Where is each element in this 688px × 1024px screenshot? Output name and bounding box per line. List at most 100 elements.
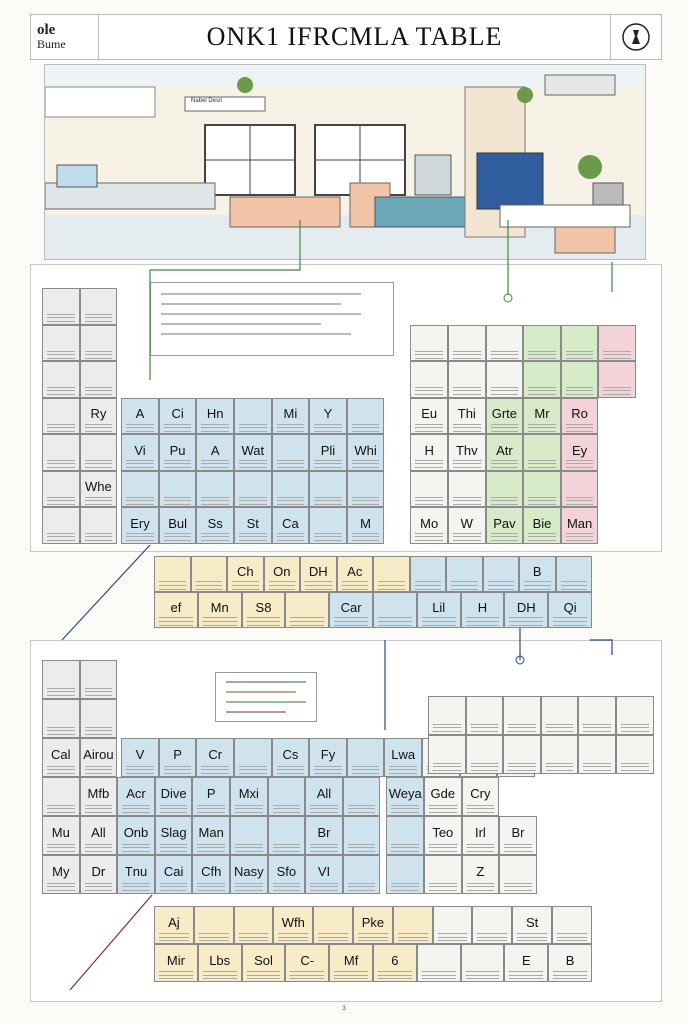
detail-line — [347, 808, 376, 809]
element-cell — [598, 324, 636, 361]
detail-line — [347, 851, 376, 852]
detail-line — [490, 503, 519, 505]
detail-line — [391, 886, 419, 887]
detail-line — [621, 724, 649, 725]
detail-line — [84, 727, 113, 728]
detail-line — [163, 463, 192, 464]
detail-line — [490, 499, 519, 501]
detail-line — [84, 691, 113, 692]
detail-line — [84, 426, 113, 428]
detail-line — [314, 766, 342, 767]
detail-line — [334, 617, 368, 618]
detail-line — [421, 617, 456, 618]
detail-line — [565, 430, 594, 432]
detail-line — [477, 940, 508, 941]
detail-line — [351, 533, 380, 534]
element-symbol: Bul — [168, 515, 187, 531]
detail-line — [557, 933, 587, 934]
element-symbol: Onb — [123, 825, 149, 841]
element-symbol: Cfh — [201, 864, 222, 880]
element-cell: Mo — [410, 507, 448, 544]
detail-line — [159, 808, 188, 809]
element-cell — [424, 855, 462, 894]
detail-line — [583, 766, 611, 767]
detail-line — [565, 387, 594, 388]
element-symbol: Aj — [168, 914, 180, 930]
detail-line — [163, 503, 192, 505]
detail-line — [528, 350, 556, 352]
element-cell — [154, 556, 191, 592]
detail-line — [528, 357, 556, 359]
element-symbol: My — [52, 864, 70, 880]
detail-line — [453, 426, 481, 428]
detail-line — [528, 463, 556, 464]
detail-line — [415, 426, 443, 428]
detail-line — [490, 496, 519, 498]
element-symbol: Lwa — [391, 747, 416, 763]
detail-line — [490, 387, 519, 388]
detail-line — [351, 773, 380, 774]
detail-line — [305, 581, 332, 582]
detail-line — [508, 766, 536, 767]
detail-line — [453, 536, 481, 537]
detail-line — [238, 940, 269, 941]
detail-line — [453, 357, 481, 359]
detail-line — [490, 430, 519, 432]
element-cell: P — [192, 777, 230, 816]
detail-line — [84, 499, 113, 501]
element-cell — [448, 324, 486, 361]
detail-line — [508, 727, 536, 728]
detail-line — [84, 496, 113, 498]
detail-line — [314, 540, 342, 541]
upper-legend-box — [150, 282, 394, 356]
detail-line — [84, 394, 113, 395]
element-cell — [560, 361, 599, 398]
element-cell — [285, 592, 330, 628]
detail-line — [553, 978, 587, 979]
element-cell: Cfh — [192, 855, 230, 894]
element-symbol: Ci — [171, 406, 184, 422]
detail-line — [414, 585, 441, 586]
detail-line — [195, 581, 222, 582]
detail-line — [565, 540, 594, 541]
element-cell: Bul — [158, 507, 197, 544]
detail-line — [47, 467, 75, 468]
detail-line — [84, 503, 113, 505]
detail-line — [415, 533, 443, 534]
element-symbol: Mr — [534, 406, 550, 422]
detail-line — [433, 724, 461, 725]
element-symbol: Cry — [470, 786, 491, 802]
header-bar: ole Bume ONK1 IFRCMLA TABLE — [30, 14, 662, 60]
detail-line — [470, 763, 499, 764]
element-cell: Mr — [523, 397, 561, 434]
detail-line — [276, 496, 305, 498]
element-symbol: Ey — [572, 442, 588, 458]
detail-line — [122, 805, 150, 806]
detail-line — [126, 769, 154, 770]
detail-line — [197, 812, 225, 813]
detail-line — [603, 390, 631, 391]
detail-line — [553, 617, 587, 618]
element-cell — [373, 592, 417, 628]
element-cell — [79, 434, 118, 471]
element-cell — [42, 470, 80, 507]
element-cell — [503, 696, 541, 735]
detail-line — [465, 978, 500, 979]
detail-line — [198, 937, 229, 938]
detail-line — [47, 387, 75, 388]
detail-line — [509, 975, 544, 976]
element-cell — [523, 434, 561, 471]
detail-line — [278, 933, 309, 934]
detail-line — [84, 883, 113, 884]
detail-line — [84, 423, 113, 425]
logo-line2: Bume — [37, 37, 66, 51]
element-symbol: Grte — [491, 406, 518, 422]
element-symbol: Dive — [160, 786, 187, 802]
detail-line — [490, 423, 519, 425]
detail-line — [246, 971, 281, 972]
detail-line — [453, 353, 481, 355]
detail-line — [528, 426, 556, 428]
detail-line — [278, 940, 309, 941]
detail-line — [122, 847, 150, 848]
element-symbol: Z — [476, 864, 485, 880]
